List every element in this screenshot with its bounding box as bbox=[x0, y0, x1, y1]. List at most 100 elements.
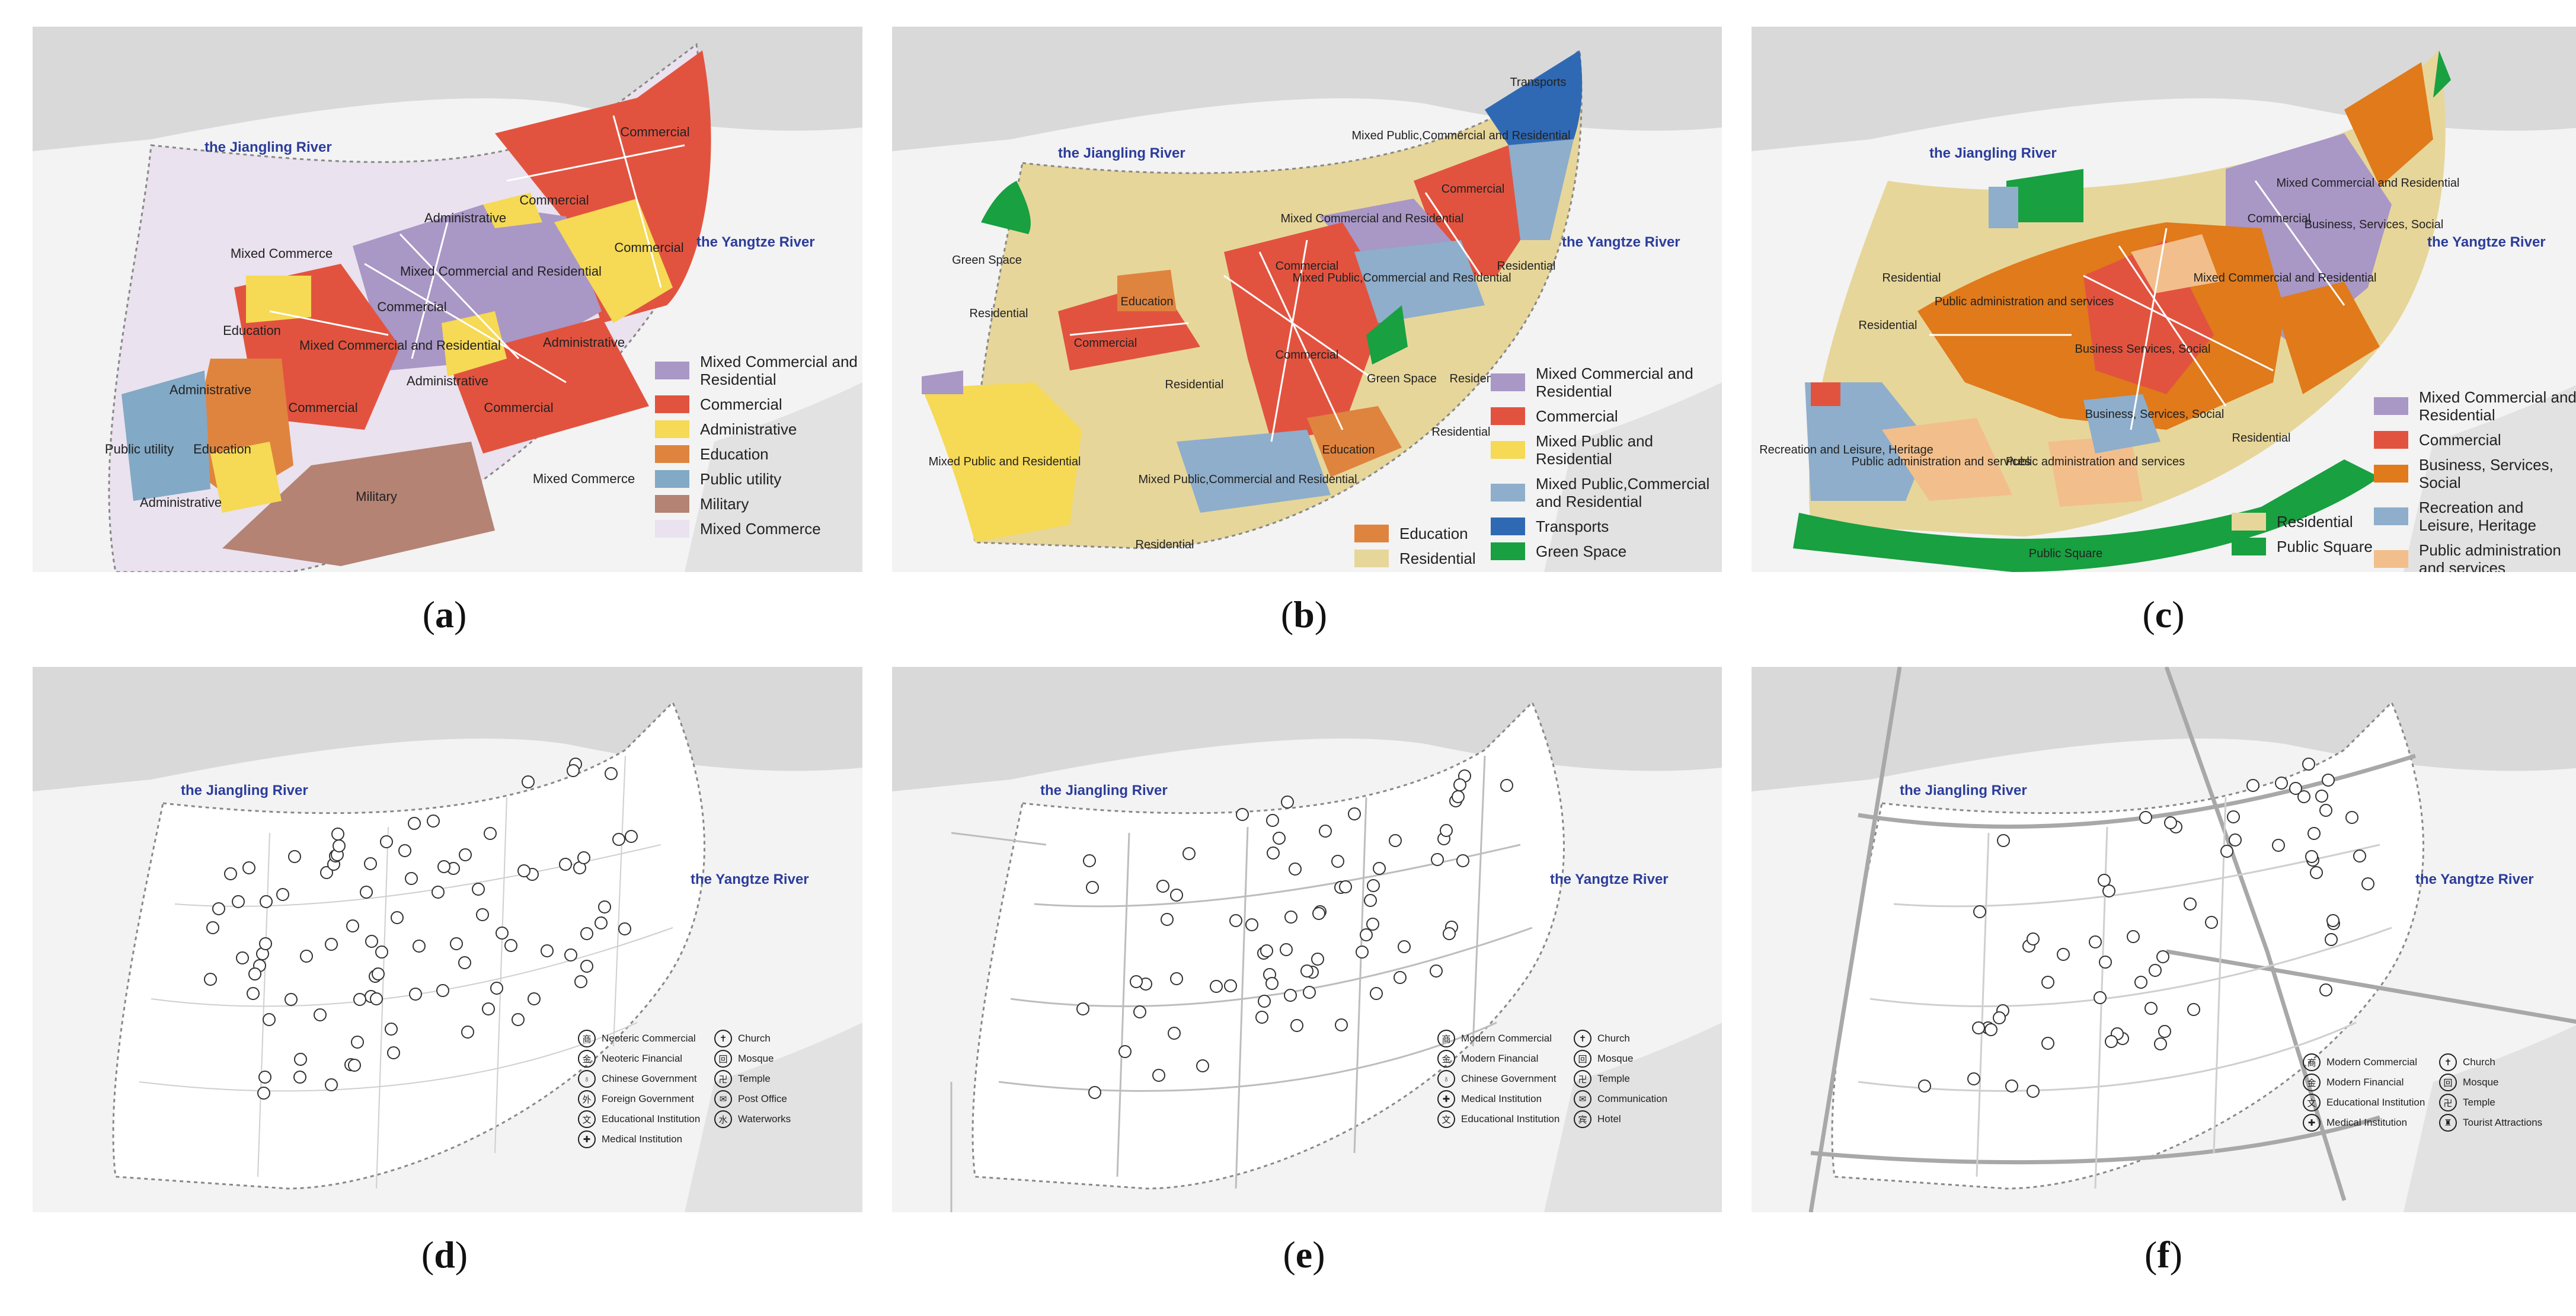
poi-marker bbox=[2302, 758, 2315, 771]
legend-item: Commercial bbox=[655, 395, 862, 413]
zone-label: Public utility bbox=[105, 442, 174, 456]
poi-marker bbox=[459, 848, 472, 861]
poi-marker bbox=[325, 1078, 338, 1091]
poi-marker bbox=[257, 1087, 270, 1100]
zone-label: Green Space bbox=[1367, 372, 1437, 385]
poi-marker bbox=[391, 911, 404, 924]
poi-marker bbox=[1224, 979, 1237, 992]
zone-label: Commercial bbox=[620, 124, 689, 139]
poi-marker bbox=[1284, 989, 1297, 1002]
panel-label-c: (c) bbox=[2142, 593, 2185, 635]
poi-marker bbox=[409, 988, 422, 1001]
poi-marker bbox=[450, 937, 463, 950]
poi-marker bbox=[1366, 918, 1379, 931]
legend-c-col2: Mixed Commercial and Residential Commerc… bbox=[2374, 388, 2576, 572]
poi-marker bbox=[574, 975, 587, 988]
river-label-yangtze: the Yangtze River bbox=[2427, 234, 2546, 250]
zone-label: Public administration and services bbox=[2006, 455, 2185, 468]
zone-label: Residential bbox=[1859, 319, 1917, 332]
poi-marker bbox=[1245, 918, 1258, 931]
poi-marker bbox=[2154, 1037, 2167, 1050]
poi-markers-d bbox=[204, 758, 638, 1100]
poi-marker bbox=[2319, 804, 2332, 817]
panel-label-d: (d) bbox=[421, 1234, 468, 1276]
poi-marker bbox=[2102, 884, 2115, 897]
poi-marker bbox=[2041, 1037, 2054, 1050]
legend-item: ♁Chinese Government bbox=[1437, 1069, 1559, 1089]
poi-marker bbox=[1984, 1023, 1997, 1036]
poi-marker bbox=[2326, 914, 2340, 927]
zone-label: Mixed Commerce bbox=[533, 471, 635, 486]
poi-marker bbox=[1431, 853, 1444, 866]
zone-label: Commercial bbox=[377, 299, 446, 314]
poi-marker bbox=[276, 888, 289, 901]
poi-marker bbox=[1152, 1069, 1165, 1082]
legend-item: Mixed Public and Residential bbox=[1491, 432, 1722, 468]
river-label-jiangling: the Jiangling River bbox=[181, 782, 308, 798]
poi-marker bbox=[351, 1036, 364, 1049]
zone-label: Commercial bbox=[614, 240, 683, 255]
poi-marker bbox=[2057, 948, 2070, 961]
poi-marker bbox=[1319, 825, 1332, 838]
poi-marker bbox=[405, 872, 418, 885]
poi-marker bbox=[260, 895, 273, 908]
poi-marker bbox=[1356, 946, 1369, 959]
poi-marker bbox=[1182, 847, 1196, 860]
legend-item: Education bbox=[1354, 525, 1476, 542]
poi-marker bbox=[285, 993, 298, 1006]
zone-label: Commercial bbox=[1442, 183, 1505, 196]
poi-marker bbox=[496, 927, 509, 940]
zone-label: Residential bbox=[1432, 426, 1491, 439]
poi-marker bbox=[1430, 964, 1443, 978]
poi-marker bbox=[1973, 905, 1986, 918]
zone-label: Mixed Commercial and Residential bbox=[400, 264, 602, 279]
poi-marker bbox=[1335, 1018, 1348, 1031]
zone-label: Business, Services, Social bbox=[2305, 218, 2444, 231]
poi-marker bbox=[248, 967, 261, 980]
poi-marker bbox=[2322, 774, 2335, 787]
poi-marker bbox=[1997, 834, 2010, 847]
panel-label-b: (b) bbox=[1280, 593, 1328, 635]
poi-marker bbox=[2220, 845, 2233, 858]
legend-item: Business, Services, Social bbox=[2374, 456, 2576, 491]
legend-item: Mixed Commercial and Residential bbox=[2374, 388, 2576, 424]
poi-marker bbox=[1918, 1079, 1931, 1093]
poi-marker bbox=[333, 839, 346, 852]
legend-item: Commercial bbox=[2374, 431, 2576, 449]
poi-marker bbox=[1440, 824, 1453, 837]
legend-item: ✚Medical Institution bbox=[1437, 1089, 1559, 1109]
poi-marker bbox=[346, 919, 359, 932]
zone-label: Mixed Commercial and Residential bbox=[299, 338, 501, 353]
poi-marker bbox=[1303, 986, 1316, 999]
poi-marker bbox=[206, 921, 219, 934]
poi-marker bbox=[1500, 779, 1513, 792]
legend-a: Mixed Commercial and Residential Commerc… bbox=[655, 353, 862, 545]
legend-item: ✚Medical Institution bbox=[2303, 1113, 2425, 1133]
zone-labels-a: Commercial Commercial Commercial Adminis… bbox=[105, 124, 690, 510]
zone-label: Commercial bbox=[519, 193, 589, 207]
zone-label: Residential bbox=[1497, 260, 1556, 273]
poi-marker bbox=[1972, 1021, 1985, 1034]
poi-marker bbox=[1133, 1005, 1146, 1018]
poi-marker bbox=[2094, 991, 2107, 1004]
poi-marker bbox=[1443, 927, 1456, 940]
zone-label: Education bbox=[1121, 295, 1174, 308]
poi-marker bbox=[2305, 850, 2318, 863]
legend-item: Commercial bbox=[1491, 407, 1722, 425]
river-label-yangtze: the Yangtze River bbox=[2415, 871, 2534, 887]
legend-item: Mixed Public,Commercial and Residential bbox=[1491, 475, 1722, 510]
zone-label: Administrative bbox=[140, 495, 222, 510]
poi-marker bbox=[461, 1026, 474, 1039]
poi-marker bbox=[1130, 975, 1143, 988]
poi-marker bbox=[294, 1053, 307, 1066]
